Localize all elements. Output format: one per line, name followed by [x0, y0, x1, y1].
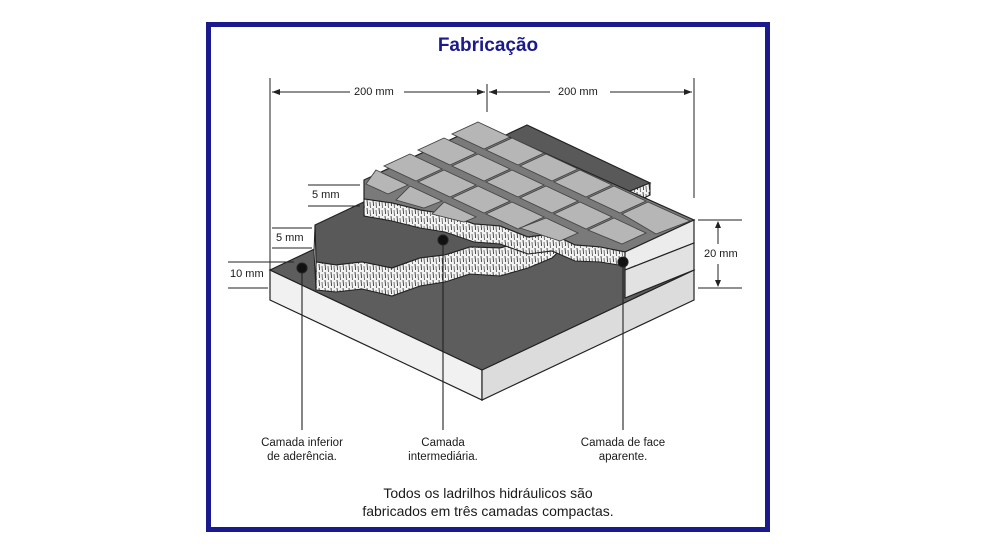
dimension-arrowheads	[272, 89, 721, 287]
callout-dot-bottom	[296, 262, 308, 274]
top-layer	[363, 121, 696, 299]
middle-layer-left-side	[313, 224, 317, 291]
footer-line-2: fabricados em três camadas compactas.	[362, 503, 614, 519]
dimension-lines	[228, 78, 742, 300]
label-camada-intermediaria: Camada intermediária.	[408, 437, 478, 463]
dimension-top-layer: 5 mm	[310, 189, 342, 201]
callout-dot-middle	[437, 234, 449, 246]
footer-line-1: Todos os ladrilhos hidráulicos são	[383, 485, 593, 501]
face-tiles	[365, 121, 692, 245]
label-camada-face-aparente: Camada de face aparente.	[580, 437, 666, 463]
dimension-width-right: 200 mm	[556, 86, 600, 98]
label-camada-inferior: Camada inferior de aderência.	[261, 437, 343, 463]
dimension-bottom-layer: 10 mm	[228, 268, 266, 280]
middle-layer-broken-edge	[315, 182, 651, 297]
middle-layer-right-side	[624, 242, 695, 299]
diagram-title: Fabricação	[437, 35, 539, 56]
dimension-total-thickness: 20 mm	[702, 248, 740, 260]
dimension-width-left: 200 mm	[352, 86, 396, 98]
callout-dot-top	[617, 256, 629, 268]
dimension-middle-layer: 5 mm	[274, 232, 306, 244]
callout-leaders	[296, 234, 629, 430]
